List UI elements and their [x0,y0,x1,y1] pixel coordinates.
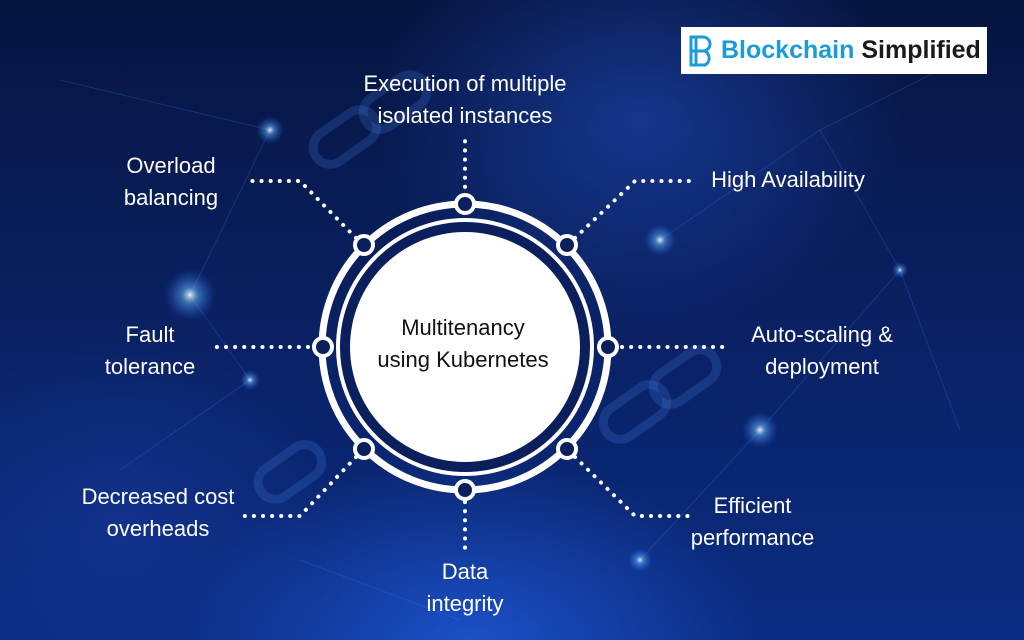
connector-top-right [573,179,692,240]
connector-top-left [242,179,358,240]
feature-bottom-left: Decreased cost overheads [68,481,248,545]
hub-disc [350,232,580,462]
feature-bottom-line2: integrity [426,591,504,616]
feature-left-line1: Fault [125,322,175,347]
feature-bottom-right-line2: performance [690,525,815,550]
blockchain-b-logo-icon [689,35,712,66]
hub-label: Multitenancy using Kubernetes [363,312,563,376]
feature-right: Auto-scaling & deployment [732,319,912,383]
node-top [454,193,476,215]
node-bottom-right [556,438,578,460]
feature-top-line2: isolated instances [377,103,553,128]
feature-top-right-line1: High Availability [711,167,865,192]
feature-right-line1: Auto-scaling & [751,322,893,347]
feature-top-left: Overload balancing [106,150,236,214]
node-bottom [454,479,476,501]
connector-bottom-left [242,455,358,518]
feature-top-right: High Availability [698,164,878,196]
hub-label-line1: Multitenancy [401,315,525,340]
feature-top-line1: Execution of multiple [363,71,567,96]
node-top-right [556,234,578,256]
node-bottom-left [353,438,375,460]
node-left [312,336,334,358]
node-right [597,336,619,358]
brand-word-simplified: Simplified [861,36,981,64]
feature-right-line2: deployment [765,354,879,379]
feature-bottom: Data integrity [395,556,535,620]
feature-bottom-left-line2: overheads [106,516,210,541]
feature-left: Fault tolerance [90,319,210,383]
node-top-left [353,234,375,256]
connector-bottom-right [573,455,692,518]
feature-bottom-right-line1: Efficient [713,493,792,518]
feature-bottom-right: Efficient performance [670,490,835,554]
feature-top-left-line2: balancing [123,185,219,210]
feature-top-left-line1: Overload [126,153,216,178]
brand-word-blockchain: Blockchain [721,36,855,64]
feature-top: Execution of multiple isolated instances [345,68,585,132]
hub-label-line2: using Kubernetes [377,347,549,372]
feature-bottom-line1: Data [441,559,489,584]
feature-bottom-left-line1: Decreased cost [81,484,235,509]
feature-left-line2: tolerance [104,354,196,379]
